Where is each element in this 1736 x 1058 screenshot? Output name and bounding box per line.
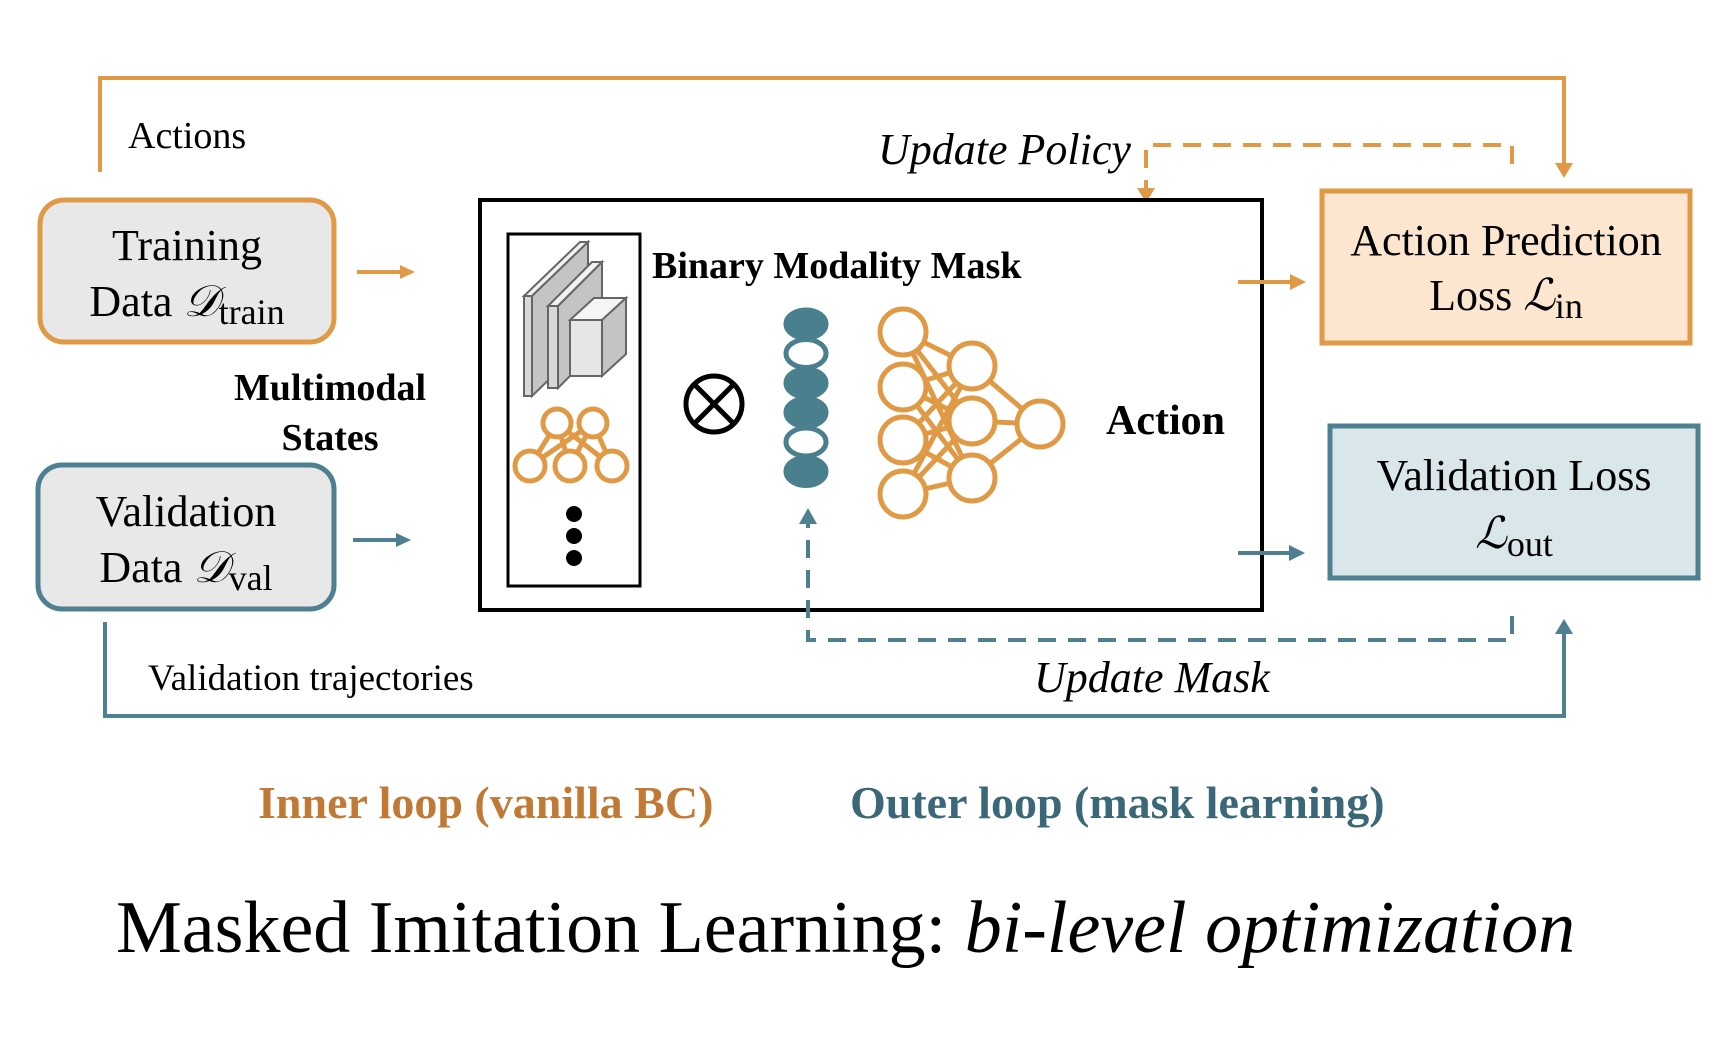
action-prediction-loss-line1: Action Prediction: [1350, 216, 1662, 265]
mask-bit-on: [783, 366, 829, 400]
to-action-loss-arrow: [1238, 274, 1306, 290]
legend-outer-loop: Outer loop (mask learning): [850, 777, 1385, 828]
mask-bit-on: [783, 455, 829, 488]
validation-data-line1: Validation: [96, 487, 277, 536]
training-data-line2: Data 𝒟train: [89, 277, 284, 332]
action-prediction-loss-line2: Loss ℒin: [1429, 271, 1583, 326]
mask-bit-off: [783, 337, 829, 370]
neural-network-icon: [877, 306, 1066, 520]
validation-data-line2: Data 𝒟val: [99, 543, 272, 598]
figure-title: Masked Imitation Learning: bi-level opti…: [116, 887, 1575, 969]
mask-bit-on: [783, 307, 829, 341]
training-data-box: Training Data 𝒟train: [37, 197, 337, 345]
validation-loss-line2: ℒout: [1475, 509, 1553, 564]
validation-trajectories-loop-arrow: [103, 619, 1573, 718]
graph-nodes-icon: [512, 406, 630, 484]
update-mask-label: Update Mask: [1034, 653, 1271, 702]
multimodal-label-line2: States: [281, 417, 378, 459]
tensor-product-icon: [683, 373, 745, 435]
binary-mask-column-icon: [783, 307, 829, 488]
actions-loop-arrow: [98, 76, 1573, 178]
cnn-stack-icon: [521, 239, 629, 399]
update-policy-dashed-arrow: [1137, 143, 1514, 203]
binary-mask-label: Binary Modality Mask: [652, 245, 1022, 287]
mask-bit-on: [783, 396, 829, 429]
legend-inner-loop: Inner loop (vanilla BC): [258, 777, 713, 828]
multimodal-label-line1: Multimodal: [234, 367, 426, 409]
validation-trajectories-label: Validation trajectories: [148, 658, 474, 699]
validation-loss-box: Validation Loss ℒout: [1327, 423, 1701, 581]
mask-bit-off: [783, 425, 829, 459]
validation-arrow: [353, 533, 411, 547]
action-prediction-loss-box: Action Prediction Loss ℒin: [1319, 188, 1693, 346]
update-policy-label: Update Policy: [878, 125, 1131, 174]
vertical-ellipsis-icon: [566, 506, 582, 566]
update-mask-dashed-arrow: [799, 508, 1514, 642]
validation-data-box: Validation Data 𝒟val: [35, 462, 337, 612]
training-arrow: [357, 265, 415, 279]
action-label: Action: [1106, 398, 1225, 444]
actions-label: Actions: [128, 115, 246, 157]
to-validation-loss-arrow: [1238, 545, 1305, 561]
validation-loss-line1: Validation Loss: [1377, 451, 1652, 500]
training-data-line1: Training: [112, 221, 262, 270]
